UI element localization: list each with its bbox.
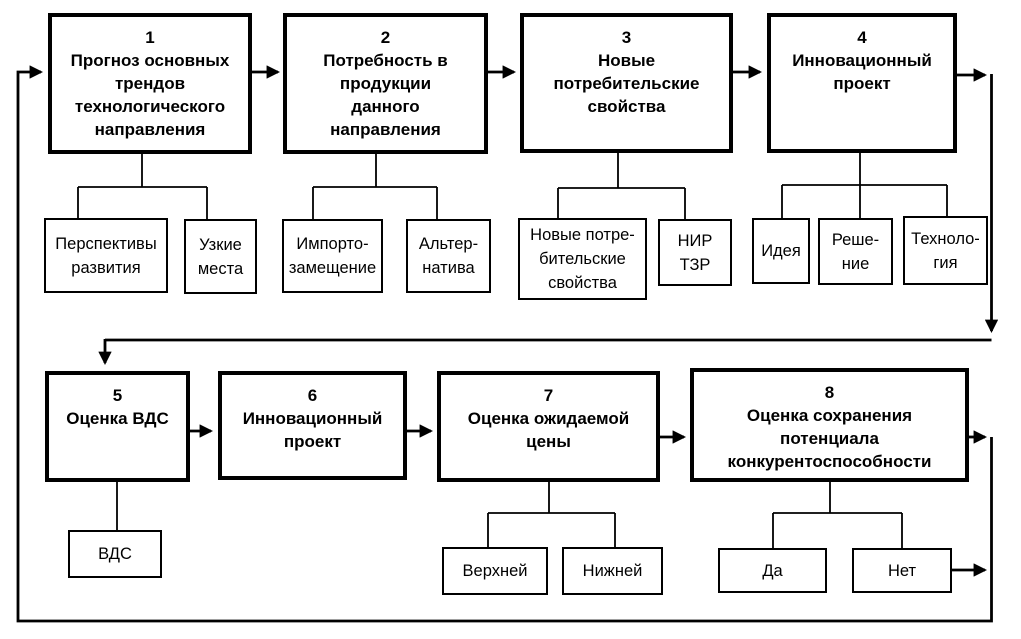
sub-label: Новые потре- бительские свойства bbox=[530, 226, 635, 292]
stage-number: 7 bbox=[543, 386, 554, 405]
stage-box-1: 1 Прогноз основных трендов технологическ… bbox=[48, 13, 252, 154]
sub-label: Верхней bbox=[462, 562, 528, 580]
stage-number: 4 bbox=[857, 28, 867, 47]
sub-label: НИР ТЗР bbox=[677, 231, 713, 274]
sub-label: Нижней bbox=[582, 562, 643, 580]
stage-label: Новые потребительские свойства bbox=[553, 51, 700, 116]
stage-number: 6 bbox=[307, 386, 318, 405]
stage-number: 2 bbox=[380, 28, 391, 47]
stage-number: 1 bbox=[145, 28, 155, 47]
sub-label: Идея bbox=[761, 242, 801, 260]
stage-box-5: 5 Оценка ВДС bbox=[45, 371, 190, 482]
stage-label: Оценка ВДС bbox=[66, 409, 169, 428]
sub-box-upper: Верхней bbox=[442, 547, 548, 595]
stage-label: Потребность в продукции данного направле… bbox=[323, 51, 448, 139]
stage-box-7: 7 Оценка ожидаемой цены bbox=[437, 371, 660, 482]
sub-box-no: Нет bbox=[852, 548, 952, 593]
stage-label: Инновационный проект bbox=[792, 51, 932, 93]
stage-box-2: 2 Потребность в продукции данного направ… bbox=[283, 13, 488, 154]
sub-label: ВДС bbox=[98, 545, 132, 563]
sub-box-prospects: Перспективы развития bbox=[44, 218, 168, 293]
sub-label: Перспективы развития bbox=[55, 234, 157, 277]
stage-number: 3 bbox=[621, 28, 632, 47]
sub-box-solution: Реше- ние bbox=[818, 218, 893, 285]
stage-box-3: 3 Новые потребительские свойства bbox=[520, 13, 733, 153]
stage-label: Инновационный проект bbox=[242, 409, 383, 451]
stage-label: Оценка сохранения потенциала конкурентос… bbox=[727, 406, 932, 471]
stage-box-8: 8 Оценка сохранения потенциала конкурент… bbox=[690, 368, 969, 482]
sub-label: Техноло- гия bbox=[911, 229, 980, 272]
stage-number: 5 bbox=[112, 386, 123, 405]
sub-label: Альтер- натива bbox=[418, 235, 479, 277]
sub-label: Нет bbox=[887, 561, 917, 580]
sub-box-idea: Идея bbox=[752, 218, 810, 284]
stage-number: 8 bbox=[824, 383, 835, 402]
sub-label: Импорто- замещение bbox=[288, 235, 377, 277]
stage-box-6: 6 Инновационный проект bbox=[218, 371, 407, 480]
sub-box-bottlenecks: Узкие места bbox=[184, 219, 257, 294]
sub-box-lower: Нижней bbox=[562, 547, 663, 595]
sub-box-technology: Техноло- гия bbox=[903, 216, 988, 285]
sub-label: Узкие места bbox=[197, 235, 244, 278]
sub-label: Реше- ние bbox=[831, 230, 880, 273]
sub-box-yes: Да bbox=[718, 548, 827, 593]
sub-box-new-consumer-properties: Новые потре- бительские свойства bbox=[518, 218, 647, 300]
sub-box-alternative: Альтер- натива bbox=[406, 219, 491, 293]
sub-box-vds: ВДС bbox=[68, 530, 162, 578]
sub-box-import-substitution: Импорто- замещение bbox=[282, 219, 383, 293]
stage-label: Оценка ожидаемой цены bbox=[467, 409, 630, 451]
sub-box-nir-tzr: НИР ТЗР bbox=[658, 219, 732, 286]
stage-box-4: 4 Инновационный проект bbox=[767, 13, 957, 153]
stage-label: Прогноз основных трендов технологическог… bbox=[70, 51, 230, 139]
sub-label: Да bbox=[762, 561, 783, 580]
